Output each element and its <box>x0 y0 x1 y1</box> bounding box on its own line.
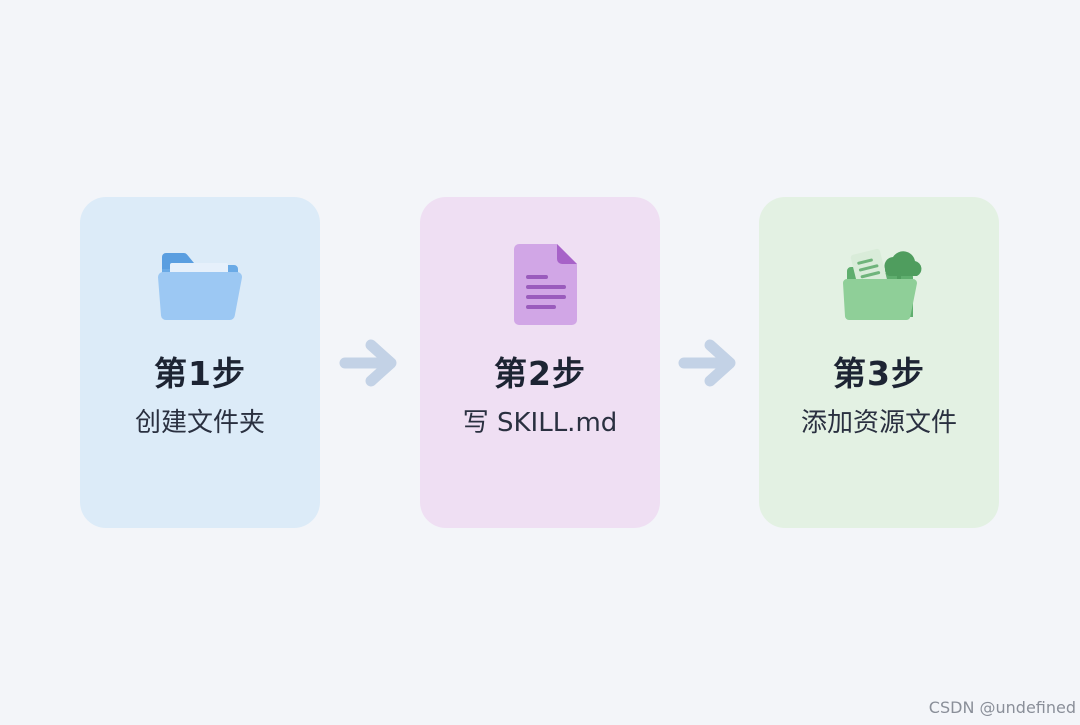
folder-with-resources-icon <box>833 243 925 327</box>
folder-icon <box>154 243 246 327</box>
watermark: CSDN @undefined <box>928 698 1076 717</box>
step-2-description: 写 SKILL.md <box>462 408 618 438</box>
document-icon <box>494 243 586 327</box>
step-1-card: 第1步 创建文件夹 <box>80 197 320 528</box>
step-1-description: 创建文件夹 <box>134 408 265 438</box>
step-2-card: 第2步 写 SKILL.md <box>420 197 660 528</box>
step-3-description: 添加资源文件 <box>800 408 957 438</box>
step-3-card: 第3步 添加资源文件 <box>759 197 999 528</box>
arrow-right-icon <box>337 335 403 391</box>
step-3-title: 第3步 <box>833 354 925 393</box>
step-2-title: 第2步 <box>494 354 586 393</box>
step-1-title: 第1步 <box>154 354 246 393</box>
arrow-right-icon <box>676 335 742 391</box>
